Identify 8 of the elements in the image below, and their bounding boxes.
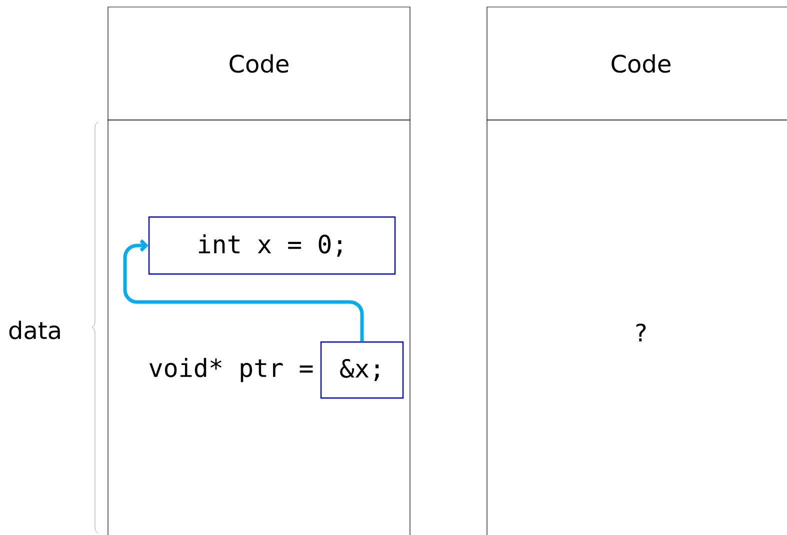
code-box: Code [486,6,787,120]
memory-region: ? [486,120,787,535]
code-box: &x; [320,341,404,399]
code-box: int x = 0; [148,216,396,275]
arrow [123,239,364,342]
memory-region [108,120,410,535]
region-label: data [9,320,60,340]
code-box: Code [108,6,410,120]
